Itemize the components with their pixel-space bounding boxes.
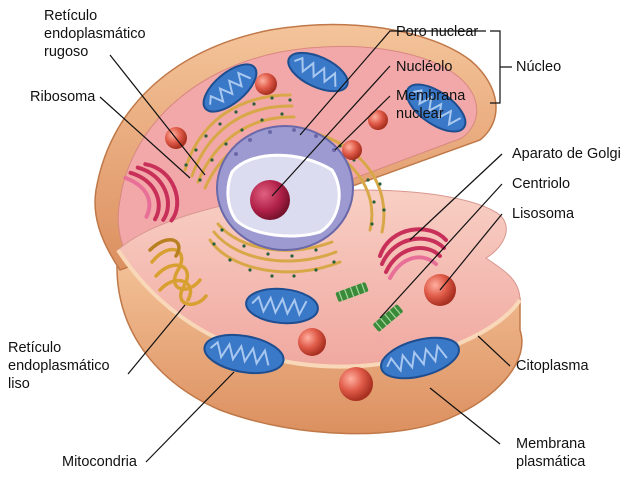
label-citoplasma: Citoplasma: [516, 358, 589, 374]
line-lisosoma: [439, 213, 503, 291]
cut-edge: [116, 248, 522, 369]
line-membrana-plasmatica: [429, 387, 501, 445]
line-ribosoma: [99, 96, 191, 179]
line-rel: [127, 304, 186, 375]
smooth-er: [148, 238, 208, 306]
ribosomes: [184, 96, 386, 278]
bracket-nucleo: [490, 30, 512, 104]
label-mitocondria: Mitocondria: [62, 454, 138, 470]
line-nucleolo: [271, 65, 391, 197]
nucleolus: [250, 180, 290, 220]
label-ribosoma: Ribosoma: [30, 89, 96, 105]
label-membrana-nuclear: Membrana nuclear: [396, 88, 469, 122]
leader-lines: [99, 30, 512, 463]
label-lisosoma: Lisosoma: [512, 206, 575, 222]
nucleus: [216, 125, 354, 251]
line-mitocondria: [145, 371, 235, 463]
golgi-apparatus: [123, 162, 448, 280]
label-centriolo: Centriolo: [512, 176, 570, 192]
label-nucleo: Núcleo: [516, 59, 561, 75]
label-rer: Retículo endoplasmático rugoso: [44, 8, 150, 60]
line-membrana-nuclear: [334, 95, 391, 151]
mitochondria: [202, 51, 467, 380]
label-poro-nuclear: Poro nuclear: [396, 24, 478, 40]
label-golgi: Aparato de Golgi: [512, 146, 621, 162]
labels: Retículo endoplasmático rugoso Ribosoma …: [8, 8, 621, 470]
label-nucleolo: Nucléolo: [396, 59, 452, 75]
line-poro: [299, 30, 486, 136]
label-membrana-plasmatica: Membrana plasmática: [516, 436, 589, 470]
label-rel: Retículo endoplasmático liso: [8, 340, 114, 392]
line-golgi: [409, 153, 503, 241]
line-citoplasma: [477, 335, 511, 367]
nuclear-pores: [234, 128, 336, 156]
centrioles: [335, 282, 403, 332]
line-rer: [109, 54, 206, 176]
line-centriolo: [379, 183, 503, 319]
